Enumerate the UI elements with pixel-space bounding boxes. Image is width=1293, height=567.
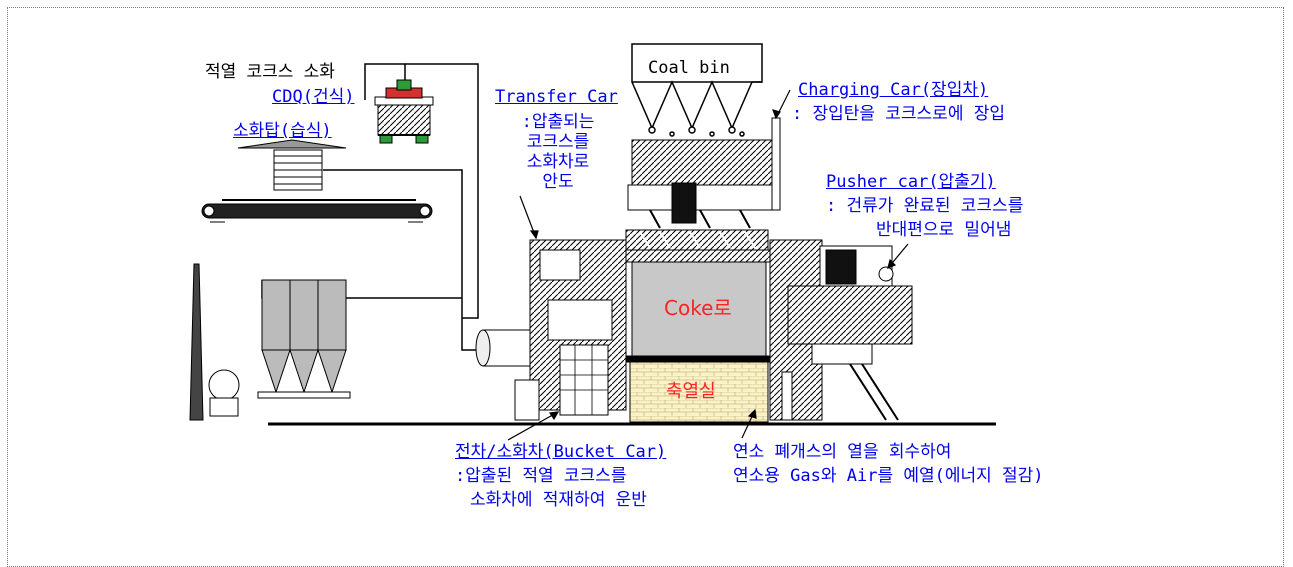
quench-tower xyxy=(237,139,347,191)
red-hot-quench-label: 적열 코크스 소화 xyxy=(205,62,335,82)
conveyor-belt xyxy=(201,199,433,223)
pusher-car-desc-line: : 건류가 완료된 코크스를 xyxy=(826,196,1024,216)
coke-oven-chamber xyxy=(625,229,773,363)
coal-bin-label: Coal bin xyxy=(648,58,730,78)
bucket-car-desc-line: :압출된 적열 코크스를 xyxy=(455,466,627,486)
dust-silos xyxy=(257,279,351,399)
quench-tower-label[interactable]: 소화탑(습식) xyxy=(233,121,332,141)
chimney xyxy=(189,263,204,421)
bucket-car-title[interactable]: 전차/소화차(Bucket Car) xyxy=(455,442,667,462)
transfer-car-desc-line: :압출되는 xyxy=(521,112,595,132)
pusher-car xyxy=(769,239,913,421)
regen-desc-line: 연소 폐개스의 열을 회수하여 xyxy=(733,442,952,462)
transfer-car-desc-line: 안도 xyxy=(542,172,574,192)
transfer-car-title[interactable]: Transfer Car xyxy=(495,87,618,107)
regen-desc-line: 연소용 Gas와 Air를 예열(에너지 절감) xyxy=(733,466,1044,486)
charging-car-title[interactable]: Charging Car(장입차) xyxy=(798,80,989,100)
cdq-unit xyxy=(374,79,434,144)
coke-oven-label: Coke로 xyxy=(664,296,732,320)
charging-car xyxy=(627,117,781,229)
charging-car-desc: : 장입탄을 코크스로에 장입 xyxy=(792,104,1005,124)
coal-bin xyxy=(631,43,763,137)
gas-duct xyxy=(475,329,534,367)
regenerator-bricks xyxy=(629,361,769,423)
transfer-car xyxy=(514,239,627,421)
transfer-car-desc-line: 코크스를 xyxy=(526,132,590,152)
blower xyxy=(208,369,240,417)
pusher-car-title[interactable]: Pusher car(압출기) xyxy=(826,172,996,192)
pusher-car-desc-line: 반대편으로 밀어냄 xyxy=(876,220,1012,240)
transfer-car-desc: :압출되는 코크스를 소화차로 안도 xyxy=(498,112,618,192)
cdq-label[interactable]: CDQ(건식) xyxy=(272,87,355,107)
transfer-car-desc-line: 소화차로 xyxy=(526,152,590,172)
coke-plant-illustration xyxy=(189,43,996,441)
leader-arrows xyxy=(507,89,909,441)
regenerator-label: 축열실 xyxy=(666,381,716,402)
bucket-car-desc-line: 소화차에 적재하여 운반 xyxy=(470,490,647,510)
